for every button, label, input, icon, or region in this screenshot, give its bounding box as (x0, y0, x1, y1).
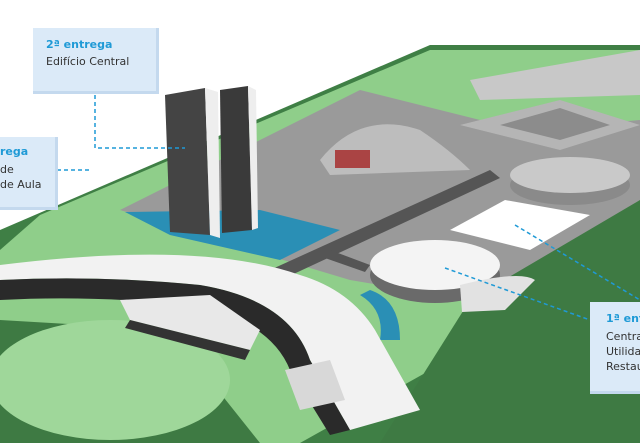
callout-line: Edifício Central (46, 55, 130, 68)
tower-right (220, 86, 252, 233)
leader-line-first-1 (444, 267, 591, 321)
round-building-right (510, 157, 630, 193)
field-oval (0, 320, 230, 440)
curved-building (0, 254, 420, 430)
callout-line: de Aula (0, 178, 42, 191)
tower-right-side (248, 86, 258, 230)
road-top (470, 50, 640, 100)
white-slab (450, 200, 590, 250)
callout-title: 2ª entrega (46, 38, 113, 51)
tower-left (165, 88, 210, 235)
callout-line: de (0, 163, 14, 176)
callout-first-delivery: 1ª ent Centra Utilida Restau (590, 302, 640, 394)
callout-classrooms: rega de de Aula (0, 137, 58, 210)
dome-entrance (335, 150, 370, 168)
callout-second-delivery: 2ª entrega Edifício Central (33, 28, 159, 94)
callout-line: Restau (606, 360, 640, 373)
low-building (120, 295, 260, 350)
callout-title: 1ª ent (606, 312, 640, 325)
walkway-2 (325, 250, 370, 272)
pool-curve (360, 290, 400, 340)
tower-left-side (205, 88, 220, 238)
callout-line: Centra (606, 330, 640, 343)
walkway (270, 170, 500, 278)
callout-title: rega (0, 145, 29, 158)
ground-right-dark (380, 200, 640, 443)
round-building-center (370, 240, 500, 290)
annex (285, 360, 345, 410)
leader-line-second (94, 95, 185, 149)
callout-line: Utilida (606, 345, 640, 358)
leader-line-first-2 (514, 224, 640, 301)
